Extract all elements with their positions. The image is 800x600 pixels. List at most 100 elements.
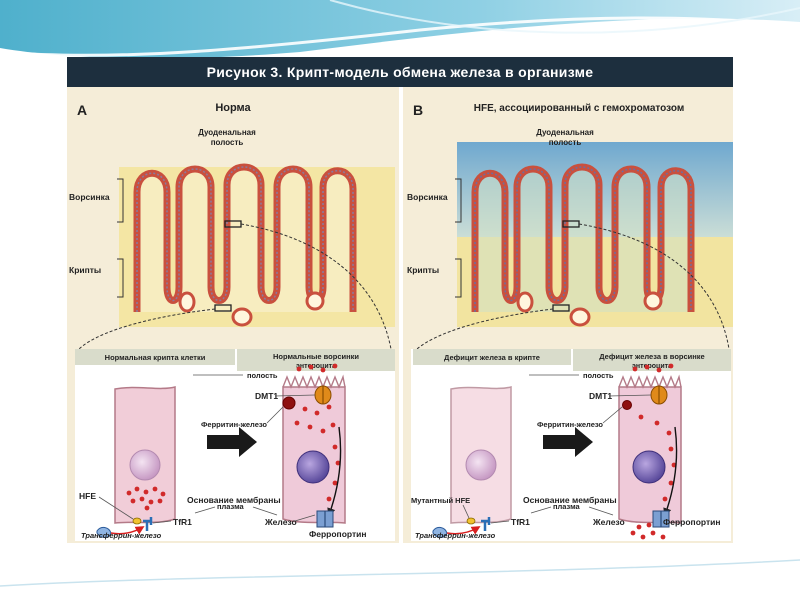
panel-a-villus-bracket <box>117 178 124 223</box>
panel-a-iron-path-arrow <box>327 426 342 517</box>
panel-a-crypt-cross-section-3 <box>305 291 325 311</box>
panel-b-transferrin-label: Трансферрин-железо <box>415 531 496 540</box>
panel-b-lumen-label-line2: полость <box>549 138 582 147</box>
panel-a-villus-cell-nucleus <box>296 450 330 484</box>
panel-a: A Норма Дуоденальная полость Ворсинка Кр… <box>67 87 399 543</box>
top-wave-line <box>0 16 800 57</box>
panel-b-plasma-leader-left <box>530 506 552 514</box>
panel-a-villus-cell-tag <box>237 349 395 371</box>
panel-b-tfr1-label: TfR1 <box>511 517 530 527</box>
panel-a-cavity-label: полость <box>247 371 278 380</box>
panel-b-villus-cell-nucleus <box>632 450 666 484</box>
panel-b-villus-label: Ворсинка <box>407 192 448 202</box>
panel-b-zoom-line-crypt <box>416 308 554 350</box>
panel-b-crypt-cross-section-2 <box>569 307 591 327</box>
panel-b-iron-label: Железо <box>592 517 625 527</box>
panel-a-tfr1-leader <box>152 520 172 524</box>
panel-a-membrane-label: Основание мембраны <box>187 495 281 505</box>
panel-a-crypt-zoom-box <box>214 304 232 312</box>
panel-b-lumen-label-line1: Дуоденальная <box>536 128 594 137</box>
panel-b-mutant-hfe <box>466 517 476 525</box>
panel-b-crypts-bracket <box>455 258 462 298</box>
panel-b-villi <box>471 163 695 312</box>
panel-a-dmt1-leader <box>274 394 316 397</box>
top-wave-line-2 <box>329 0 800 34</box>
panel-a-lumen-label-line2: полость <box>211 138 244 147</box>
panel-b-iron-path-arrow <box>663 426 678 517</box>
panel-a-villus-label: Ворсинка <box>69 192 110 202</box>
panel-b-villus-bracket <box>455 178 462 223</box>
panel-a-zoom-line-villus <box>240 223 392 350</box>
panel-a-plasma-leader-left <box>194 506 216 514</box>
panel-b-crypt-zoom-box <box>552 304 570 312</box>
panel-b-microvilli <box>618 374 682 389</box>
panel-a-dmt1-label: DMT1 <box>255 391 278 401</box>
panel-b-crypt-cell-nucleus <box>465 449 497 481</box>
panel-b-ferroportin-label: Ферропортин <box>663 517 721 527</box>
panel-a-ferritin-label: Ферритин-железо <box>201 420 267 429</box>
panel-b-tfr1-leader <box>490 520 510 524</box>
panel-a-ferroportin-label: Ферропортин <box>309 529 367 539</box>
panel-a-ferritin-leader <box>266 406 284 424</box>
bottom-wave-line <box>0 559 800 587</box>
panel-b-cavity-label: полость <box>583 371 614 380</box>
panel-a-ferritin-iron <box>282 396 296 410</box>
panel-b-transferrin <box>432 526 448 538</box>
panel-b-membrane-label: Основание мембраны <box>523 495 617 505</box>
figure: Рисунок 3. Крипт-модель обмена железа в … <box>67 57 733 543</box>
panel-b-tfr1 <box>481 517 491 531</box>
panel-a-villus-cell-label-line2: энтероцита <box>296 363 336 370</box>
panel-b-crypt-cross-section-1 <box>516 291 534 313</box>
panel-b-crypt-cross-section-3 <box>643 291 663 311</box>
panel-b-villus-cell-tag <box>573 349 731 371</box>
figure-title: Рисунок 3. Крипт-модель обмена железа в … <box>67 57 733 87</box>
panel-b-hfe-leader <box>462 504 470 519</box>
panel-a-iron-leader <box>294 514 316 522</box>
panel-b-plasma-leader-right <box>588 506 614 516</box>
panel-b-dmt1-label: DMT1 <box>589 391 612 401</box>
panel-a-crypt-cross-section-1 <box>178 291 196 313</box>
panel-b-crypt-cell-label: Дефицит железа в крипте <box>444 353 540 362</box>
panel-a-transferrin-arrow <box>110 526 145 535</box>
panel-b-ferritin-leader <box>602 406 623 424</box>
panel-b-plasma-label: плазма <box>553 502 581 511</box>
panel-a-villus-cell-label-line1: Нормальные ворсинки <box>273 352 359 361</box>
panel-a-villi <box>133 163 357 312</box>
panel-a-iron-label: Железо <box>264 517 297 527</box>
panel-b-big-arrow <box>543 427 593 457</box>
panel-a-crypt-cell-label: Нормальная крипта клетки <box>105 353 206 362</box>
panel-b-heading: HFE, ассоциированный с гемохроматозом <box>474 103 685 114</box>
panel-b-crypts-label: Крипты <box>407 265 439 275</box>
panel-a-heading: Норма <box>215 102 251 114</box>
panel-a-lumen-label-line1: Дуоденальная <box>198 128 256 137</box>
panel-a-transferrin <box>96 526 112 538</box>
panel-b-plasma-iron-dots <box>630 522 666 540</box>
crypt-model-diagram: A Норма Дуоденальная полость Ворсинка Кр… <box>67 87 733 543</box>
panel-b-crypt-cell-tag <box>413 349 571 365</box>
panel-b-villus-iron-dots <box>632 363 677 502</box>
panel-b-transferrin-arrow <box>446 526 481 535</box>
panel-a-letter: A <box>77 102 87 118</box>
panel-a-villus-iron-dots <box>290 363 341 502</box>
panel-a-big-arrow <box>207 427 257 457</box>
panel-a-microvilli <box>282 374 346 389</box>
panel-a-hfe-label: HFE <box>79 491 96 501</box>
panel-b-villus-cell-label-line1: Дефицит железа в ворсинке <box>599 352 704 361</box>
panel-a-tfr1 <box>143 517 153 531</box>
panel-a-hfe-leader <box>98 496 134 520</box>
panel-a-crypts-label: Крипты <box>69 265 101 275</box>
panel-b: B HFE, ассоциированный с гемохроматозом … <box>403 87 733 543</box>
panel-a-hfe <box>132 517 142 525</box>
panel-a-crypt-iron-dots <box>126 486 166 511</box>
panel-b-letter: B <box>413 102 423 118</box>
panel-b-mutant-hfe-label: Мутантный HFE <box>411 496 470 505</box>
panel-b-ferritin-iron <box>622 400 632 410</box>
panel-a-plasma-label: плазма <box>217 502 245 511</box>
top-wave-band <box>0 0 800 59</box>
panel-b-ferritin-label: Ферритин-железо <box>537 420 603 429</box>
panel-divider <box>399 87 403 543</box>
panel-a-crypts-bracket <box>117 258 124 298</box>
panel-a-crypt-cell-nucleus <box>129 449 161 481</box>
panel-b-dmt1-leader <box>608 394 652 397</box>
